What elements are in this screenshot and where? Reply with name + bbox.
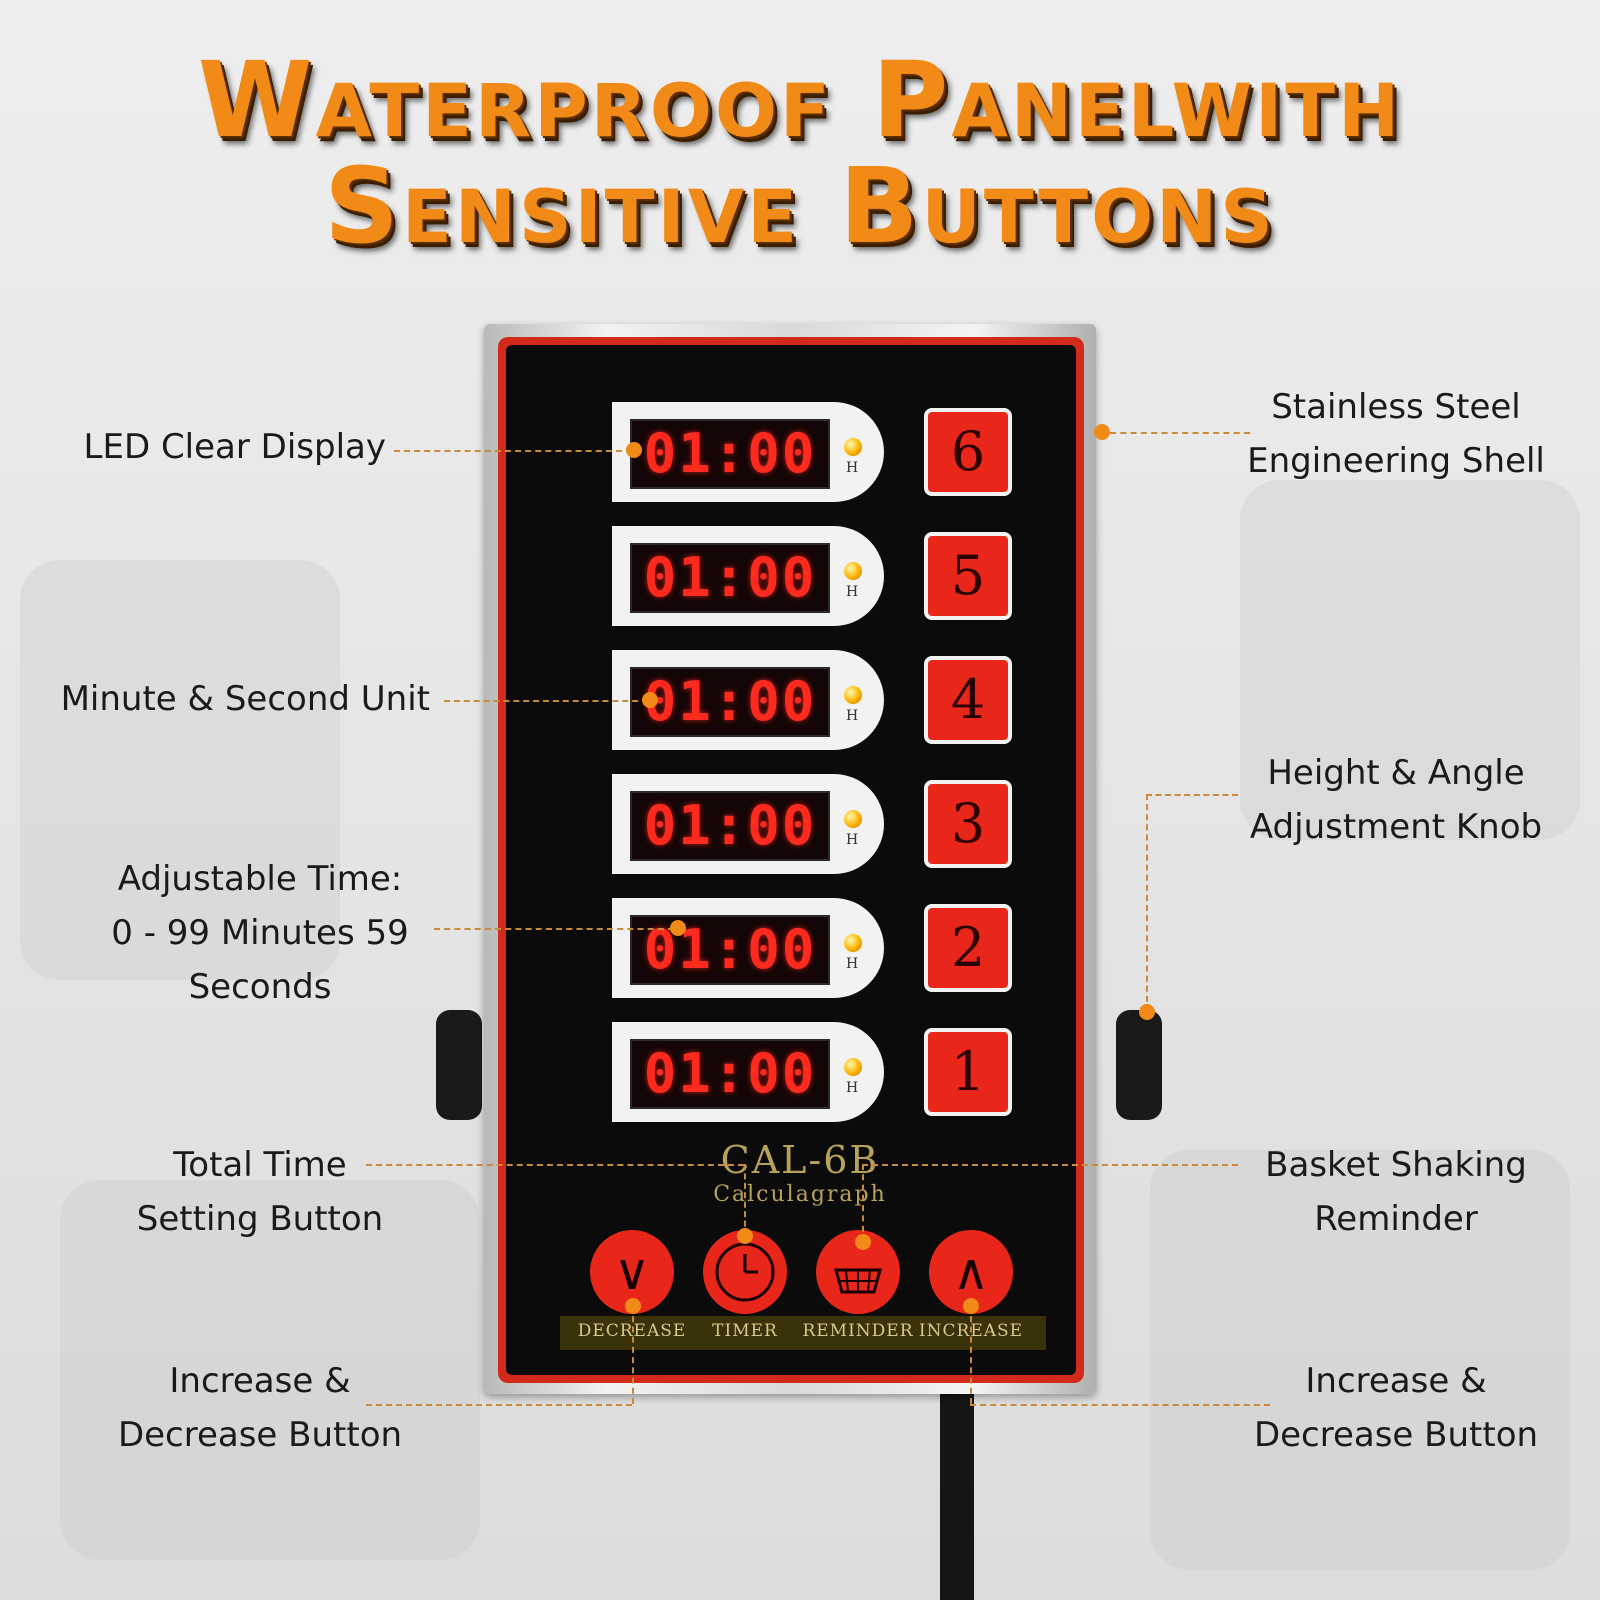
background-shape (1150, 1150, 1570, 1570)
leader-line (1110, 432, 1250, 434)
background-shape (60, 1180, 480, 1560)
leader-line (394, 450, 632, 452)
leader-line (862, 1164, 864, 1242)
callout-text: Adjustment Knob (1249, 807, 1543, 847)
hour-mark: H (846, 832, 859, 848)
callout-dot (670, 920, 686, 936)
callout-text: Height & Angle (1267, 753, 1525, 793)
indicator-light (844, 438, 862, 456)
indicator-light (844, 934, 862, 952)
callout-text: Decrease Button (117, 1415, 403, 1455)
callout-total-time: Total Time Setting Button (120, 1138, 400, 1246)
headline-line-2: Sensitive Buttons (324, 145, 1276, 267)
indicator-light (844, 1058, 862, 1076)
timer-button-6[interactable]: 6 (924, 408, 1012, 496)
timer-row-3: 01:00 H (612, 774, 884, 874)
hour-mark: H (846, 1080, 859, 1096)
callout-dot (1139, 1004, 1155, 1020)
left-adjustment-knob[interactable] (436, 1010, 482, 1120)
timer-row-5: 01:00 H (612, 526, 884, 626)
callout-text: Adjustable Time: (117, 859, 403, 899)
callout-dot (642, 692, 658, 708)
right-adjustment-knob[interactable] (1116, 1010, 1162, 1120)
leader-line (444, 700, 648, 702)
callout-text: 0 - 99 Minutes 59 (111, 913, 409, 953)
leader-line (1146, 794, 1238, 796)
indicator-light (844, 562, 862, 580)
leader-line (366, 1404, 632, 1406)
leader-line (744, 1164, 746, 1236)
indicator-light (844, 810, 862, 828)
callout-inc-dec-right: Increase & Decrease Button (1226, 1354, 1566, 1462)
timer-button-5[interactable]: 5 (924, 532, 1012, 620)
timer-button-1[interactable]: 1 (924, 1028, 1012, 1116)
callout-text: Seconds (188, 967, 332, 1007)
leader-line (970, 1306, 972, 1404)
callout-adjustable-time: Adjustable Time: 0 - 99 Minutes 59 Secon… (90, 852, 430, 1014)
button-label-strip (560, 1316, 1046, 1350)
leader-line (862, 1164, 1238, 1166)
headline-line-1: Waterproof Panelwith (197, 39, 1403, 161)
callout-text: LED Clear Display (83, 427, 386, 467)
leader-line (366, 1164, 744, 1166)
timer-button-3[interactable]: 3 (924, 780, 1012, 868)
callout-stainless-steel: Stainless Steel Engineering Shell (1226, 380, 1566, 488)
led-time-display: 01:00 (630, 915, 830, 985)
basket-icon (834, 1268, 882, 1294)
callout-text: Increase & (169, 1361, 351, 1401)
callout-text: Engineering Shell (1247, 441, 1545, 481)
led-time-display: 01:00 (630, 1039, 830, 1109)
leader-line (632, 1306, 634, 1404)
callout-basket-reminder: Basket Shaking Reminder (1226, 1138, 1566, 1246)
background-shape (1240, 480, 1580, 840)
hour-mark: H (846, 956, 859, 972)
timer-row-2: 01:00 H (612, 898, 884, 998)
callout-text: Stainless Steel (1271, 387, 1521, 427)
callout-inc-dec-left: Increase & Decrease Button (100, 1354, 420, 1462)
brand-label: Calculagraph (713, 1182, 887, 1207)
leader-line (970, 1404, 1270, 1406)
led-time-display: 01:00 (630, 543, 830, 613)
timer-button-2[interactable]: 2 (924, 904, 1012, 992)
callout-text: Setting Button (136, 1199, 384, 1239)
hour-mark: H (846, 460, 859, 476)
led-time-display: 01:00 (630, 667, 830, 737)
callout-dot (1094, 424, 1110, 440)
clock-icon (715, 1242, 775, 1302)
timer-label: TIMER (712, 1321, 778, 1341)
callout-text: Basket Shaking (1265, 1145, 1527, 1185)
timer-button-4[interactable]: 4 (924, 656, 1012, 744)
leader-line (434, 928, 674, 930)
callout-dot (626, 442, 642, 458)
callout-text: Reminder (1314, 1199, 1478, 1239)
led-time-display: 01:00 (630, 791, 830, 861)
callout-dot (625, 1298, 641, 1314)
callout-led-display: LED Clear Display (40, 420, 386, 474)
callout-text: Minute & Second Unit (60, 679, 430, 719)
callout-dot (963, 1298, 979, 1314)
indicator-light (844, 686, 862, 704)
led-time-display: 01:00 (630, 419, 830, 489)
callout-text: Total Time (173, 1145, 347, 1185)
decrease-label: DECREASE (577, 1321, 687, 1341)
callout-text: Decrease Button (1253, 1415, 1539, 1455)
leader-line (1146, 794, 1148, 1012)
callout-knob: Height & Angle Adjustment Knob (1226, 746, 1566, 854)
timer-row-1: 01:00 H (612, 1022, 884, 1122)
callout-minute-second: Minute & Second Unit (20, 672, 430, 726)
hour-mark: H (846, 708, 859, 724)
timer-row-6: 01:00 H (612, 402, 884, 502)
callout-text: Increase & (1305, 1361, 1487, 1401)
background-shape (20, 560, 340, 980)
power-cable (940, 1394, 974, 1600)
timer-button[interactable] (703, 1230, 787, 1314)
callout-dot (737, 1228, 753, 1244)
reminder-label: REMINDER (802, 1321, 914, 1341)
hour-mark: H (846, 584, 859, 600)
model-label: CAL-6B (720, 1138, 880, 1182)
callout-dot (855, 1234, 871, 1250)
